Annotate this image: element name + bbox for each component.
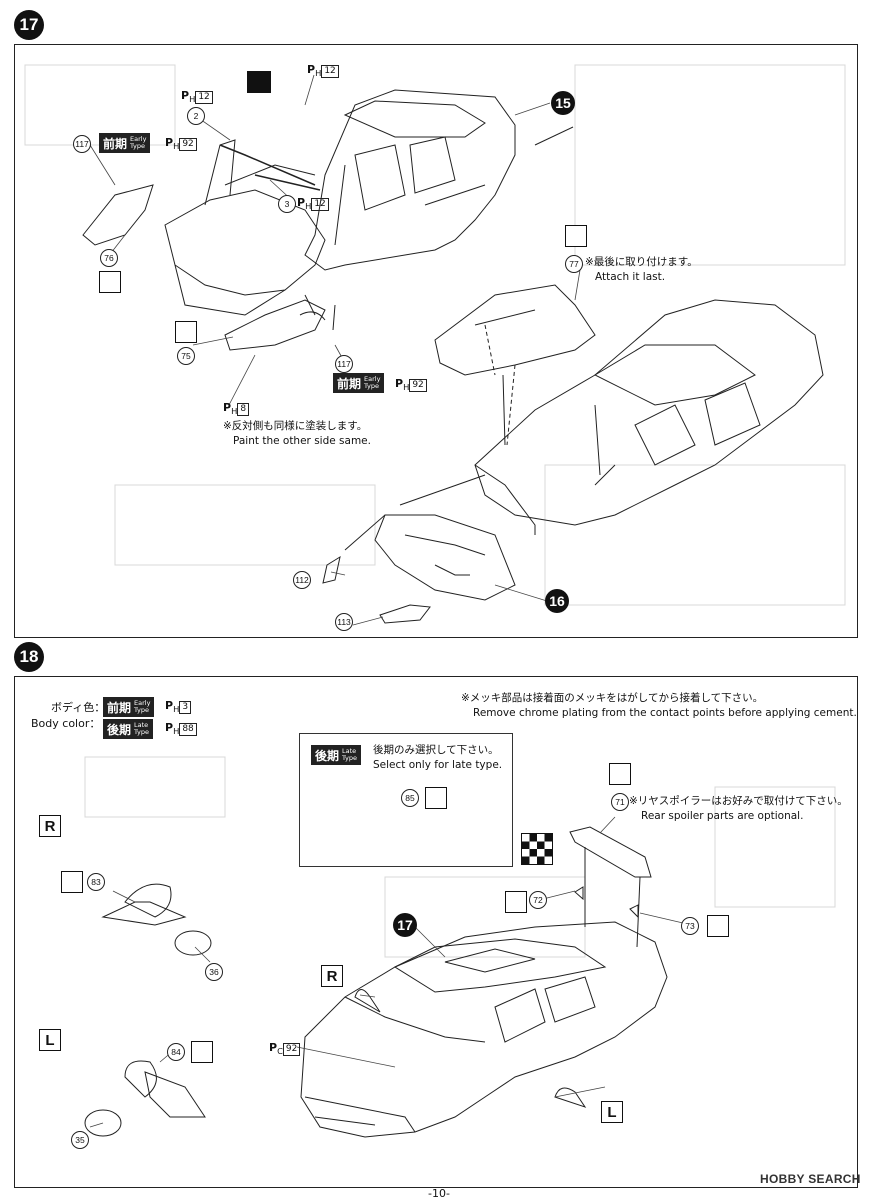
part-112: 112 (293, 571, 311, 589)
part-83: 83 (87, 873, 105, 891)
paint-brush-icon-72 (505, 891, 527, 913)
paint-brush-icon-c (565, 225, 587, 247)
paint-ref-ph92-b-num: 92 (409, 379, 427, 392)
upper-body-shell (304, 89, 516, 271)
part-72: 72 (529, 891, 547, 909)
paint-brush-icon-84 (191, 1041, 213, 1063)
paint-brush-icon-83 (61, 871, 83, 893)
side-r-label-a: R (39, 815, 61, 837)
paint-ref-ph8-num: 8 (237, 403, 250, 416)
late-type-en-2-box: Type (342, 754, 357, 762)
paint-ref-ph12-b-num: 12 (321, 65, 339, 78)
step-18-number: 18 (14, 642, 44, 672)
early-type-jp-18: 前期 (107, 700, 132, 715)
sub-assembly-17: 17 (393, 913, 417, 937)
sub-assembly-15: 15 (551, 91, 575, 115)
step-17-number: 17 (14, 10, 44, 40)
part-75: 75 (177, 347, 195, 365)
paint-brush-icon-71 (609, 763, 631, 785)
early-type-en-2-b: Type (364, 382, 379, 390)
part-117-b: 117 (335, 355, 353, 373)
body-color-en: Body color： (31, 717, 101, 730)
early-type-en-2-18: Type (134, 706, 149, 714)
paint-brush-icon-73 (707, 915, 729, 937)
paint-ref-ph12-c-num: 12 (311, 198, 329, 211)
late-only-jp: 後期のみ選択して下さい。 (373, 744, 499, 756)
page-number: -10- (428, 1187, 450, 1200)
spoiler-note-jp: ※リヤスポイラーはお好みで取付けて下さい。 (629, 795, 848, 807)
step-17-illustration (24, 64, 846, 626)
chrome-note-jp: ※メッキ部品は接着面のメッキをはがしてから接着して下さい。 (461, 692, 764, 704)
part-73: 73 (681, 917, 699, 935)
optional-parts-icon (521, 833, 553, 865)
part-85: 85 (401, 789, 419, 807)
chrome-note-en: Remove chrome plating from the contact p… (473, 707, 857, 719)
part-2: 2 (187, 107, 205, 125)
paint-brush-icon-85 (425, 787, 447, 809)
paint-ref-ph88-num: 88 (179, 723, 197, 736)
side-r-label-b: R (321, 965, 343, 987)
late-type-en-2-18: Type (134, 728, 149, 736)
paint-ref-pc92-num: 92 (282, 1043, 301, 1056)
part-113: 113 (335, 613, 353, 631)
assembled-car-17 (374, 299, 824, 601)
part-117-a: 117 (73, 135, 91, 153)
side-l-label-a: L (39, 1029, 61, 1051)
sub-assembly-16: 16 (545, 589, 569, 613)
paint-other-side-en: Paint the other side same. (233, 435, 371, 447)
decal-icon (247, 71, 271, 93)
part-71: 71 (611, 793, 629, 811)
early-type-jp: 前期 (103, 136, 128, 151)
early-type-en-2: Type (130, 142, 145, 150)
late-type-jp-18: 後期 (107, 722, 132, 737)
side-l-label-b: L (601, 1101, 623, 1123)
paint-ref-ph3-num: 3 (179, 701, 192, 714)
part-35: 35 (71, 1131, 89, 1149)
paint-brush-icon-b (175, 321, 197, 343)
part-3: 3 (278, 195, 296, 213)
assembled-car-18 (300, 921, 668, 1138)
attach-last-jp: ※最後に取り付けます。 (585, 256, 698, 268)
body-color-jp: ボディ色： (51, 701, 106, 714)
late-type-en-1-box: Late (342, 747, 357, 755)
spoiler-note-en: Rear spoiler parts are optional. (641, 810, 804, 822)
late-only-en: Select only for late type. (373, 759, 503, 771)
paint-ref-ph12-a-num: 12 (195, 91, 213, 104)
early-type-jp-b: 前期 (337, 376, 362, 391)
paint-ref-ph92-a-num: 92 (179, 138, 197, 151)
attach-last-en: Attach it last. (595, 271, 666, 283)
paint-brush-icon-a (99, 271, 121, 293)
part-84: 84 (167, 1043, 185, 1061)
early-type-en-1-18: Early (134, 699, 151, 707)
late-type-en-1-18: Late (134, 721, 149, 729)
paint-other-side-jp: ※反対側も同様に塗装します。 (223, 420, 368, 432)
early-type-en-1: Early (130, 135, 147, 143)
hobby-search-watermark: HOBBY SEARCH (760, 1172, 861, 1186)
part-76: 76 (100, 249, 118, 267)
part-36: 36 (205, 963, 223, 981)
front-clip-17 (164, 139, 326, 316)
late-type-jp-box: 後期 (315, 748, 340, 763)
part-77: 77 (565, 255, 583, 273)
early-type-en-1-b: Early (364, 375, 381, 383)
